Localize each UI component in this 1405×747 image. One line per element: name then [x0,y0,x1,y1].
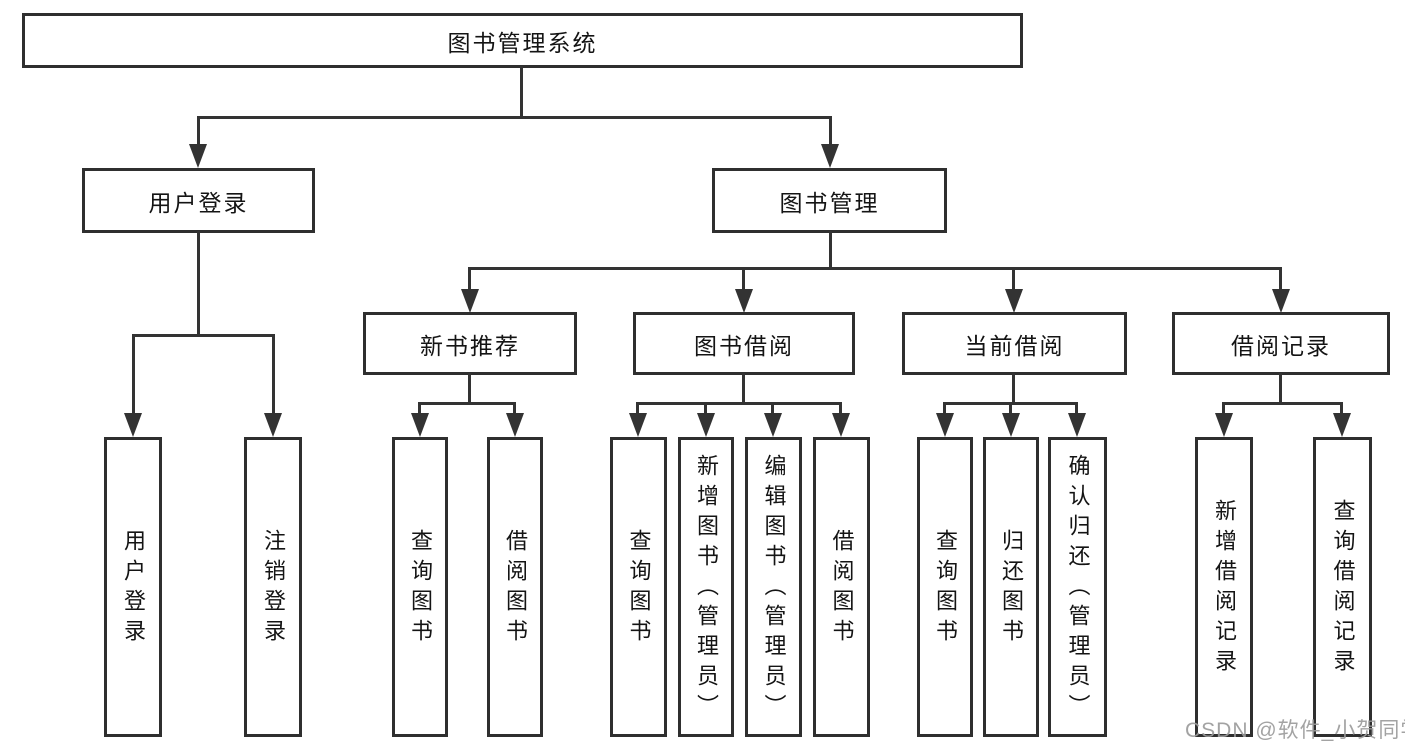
leaf-bb-borrow-books: 借阅图书 [813,437,870,737]
node-book-management: 图书管理 [712,168,947,233]
arrowhead-down-icon [735,289,753,313]
connector-line [1222,402,1343,405]
arrowhead-down-icon [189,144,207,168]
arrowhead-down-icon [697,413,715,437]
arrowhead-down-icon [1002,413,1020,437]
arrowhead-down-icon [832,413,850,437]
arrowhead-down-icon [1068,413,1086,437]
connector-line [742,267,745,293]
leaf-nbr-borrow-books: 借阅图书 [487,437,543,737]
arrowhead-down-icon [461,289,479,313]
leaf-user-login: 用户登录 [104,437,162,737]
connector-line [513,402,516,416]
connector-line [742,373,745,404]
leaf-cb-query-books: 查询图书 [917,437,973,737]
node-root: 图书管理系统 [22,13,1023,68]
connector-line [1279,373,1282,404]
leaf-br-add-record: 新增借阅记录 [1195,437,1253,737]
leaf-cb-confirm-return-admin: 确认归还（管理员） [1048,437,1107,737]
connector-line [829,117,832,148]
arrowhead-down-icon [1333,413,1351,437]
connector-line [1075,402,1078,416]
leaf-br-query-record: 查询借阅记录 [1313,437,1372,737]
arrowhead-down-icon [506,413,524,437]
connector-line [520,66,523,118]
connector-line [132,334,135,416]
node-current-borrow: 当前借阅 [902,312,1127,375]
connector-line [132,334,275,337]
connector-line [1340,402,1343,416]
arrowhead-down-icon [936,413,954,437]
connector-line [418,402,516,405]
connector-line [197,116,832,119]
leaf-nbr-query-books: 查询图书 [392,437,448,737]
connector-line [636,402,639,416]
connector-line [1009,402,1012,416]
leaf-bb-add-books-admin: 新增图书（管理员） [678,437,734,737]
node-new-book-recommend: 新书推荐 [363,312,577,375]
arrowhead-down-icon [764,413,782,437]
connector-line [829,231,832,269]
arrowhead-down-icon [411,413,429,437]
connector-line [1222,402,1225,416]
connector-line [636,402,842,405]
leaf-cb-return-books: 归还图书 [983,437,1039,737]
connector-line [943,402,946,416]
leaf-bb-query-books: 查询图书 [610,437,667,737]
connector-line [943,402,1078,405]
leaf-logout-login: 注销登录 [244,437,302,737]
connector-line [1012,373,1015,404]
arrowhead-down-icon [124,413,142,437]
arrowhead-down-icon [264,413,282,437]
arrowhead-down-icon [821,144,839,168]
arrowhead-down-icon [629,413,647,437]
connector-line [839,402,842,416]
connector-line [468,373,471,404]
node-borrow-records: 借阅记录 [1172,312,1390,375]
connector-line [1279,267,1282,293]
node-user-login: 用户登录 [82,168,315,233]
connector-line [418,402,421,416]
arrowhead-down-icon [1215,413,1233,437]
node-book-borrow: 图书借阅 [633,312,855,375]
connector-line [197,117,200,148]
connector-line [272,334,275,416]
leaf-bb-edit-books-admin: 编辑图书（管理员） [745,437,802,737]
connector-line [468,267,1282,270]
arrowhead-down-icon [1005,289,1023,313]
arrowhead-down-icon [1272,289,1290,313]
connector-line [1012,267,1015,293]
watermark: CSDN @软件_小贺同学 [1185,719,1405,742]
connector-line [197,231,200,336]
connector-line [468,267,471,293]
connector-line [704,402,707,416]
connector-line [771,402,774,416]
